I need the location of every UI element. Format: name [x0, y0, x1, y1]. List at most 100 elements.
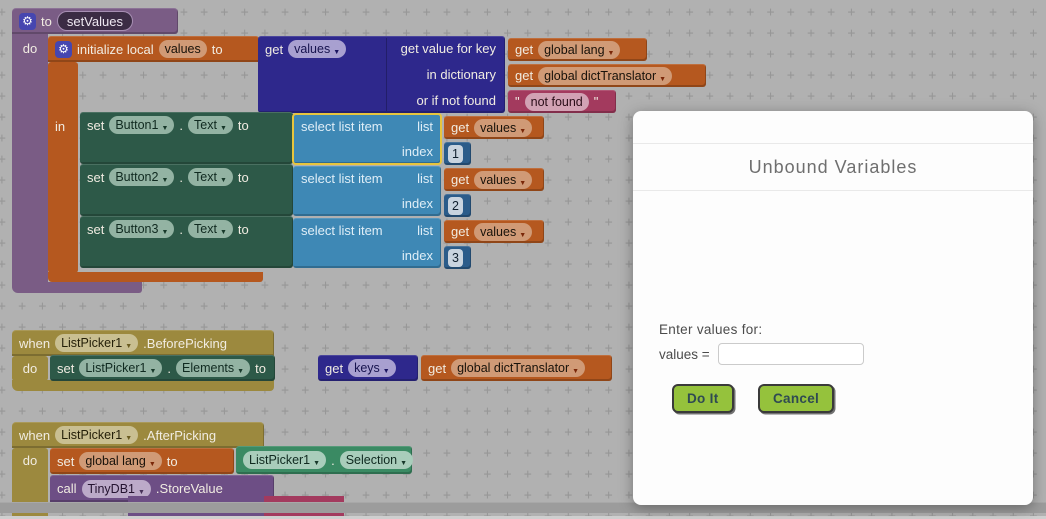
chevron-down-icon	[572, 361, 579, 375]
listpicker-selection-getter-block[interactable]: ListPicker1 . Selection	[236, 446, 414, 474]
property-dropdown[interactable]: Text	[188, 168, 233, 186]
number-field[interactable]: 2	[448, 196, 463, 215]
chevron-down-icon	[149, 454, 156, 468]
procedure-do-label: do	[22, 41, 38, 56]
procedure-name-field[interactable]: setValues	[56, 11, 133, 31]
local-variable-name-chip[interactable]: values	[158, 40, 207, 58]
chevron-down-icon	[237, 361, 244, 375]
event-name-label: .BeforePicking	[143, 335, 227, 351]
values-dropdown[interactable]: values	[474, 118, 533, 137]
get-keys-block[interactable]: get keys	[318, 355, 418, 381]
initialize-local-block-header[interactable]: initialize local values to	[48, 36, 259, 62]
get-values-block[interactable]: get values	[444, 168, 544, 191]
chevron-down-icon	[608, 43, 615, 57]
procedure-block-bottom[interactable]	[12, 282, 142, 293]
get-values-block[interactable]: get values	[444, 220, 544, 243]
values-field-label: values =	[659, 346, 710, 362]
set-button1-text-block[interactable]: set Button1 . Text to	[80, 112, 293, 164]
dictionary-lookup-block[interactable]: get values get value for key in dictiona…	[258, 36, 505, 113]
chevron-down-icon	[125, 428, 132, 442]
get-global-dicttranslator-block[interactable]: get global dictTranslator	[508, 64, 706, 87]
get-values-dropdown[interactable]: values	[288, 40, 347, 58]
chevron-down-icon	[220, 118, 227, 132]
chevron-down-icon	[220, 170, 227, 184]
get-global-lang-block[interactable]: get global lang	[508, 38, 647, 61]
chevron-down-icon	[220, 222, 227, 236]
property-dropdown[interactable]: Elements	[176, 359, 251, 377]
event-do-label: do	[22, 453, 38, 468]
do-it-button[interactable]: Do It	[672, 384, 734, 413]
global-lang-dropdown[interactable]: global lang	[538, 40, 621, 59]
get-values-block[interactable]: get values	[444, 116, 544, 139]
event-beforepicking-bottom[interactable]	[12, 380, 274, 391]
initialize-local-block-bottom[interactable]	[48, 272, 263, 282]
values-input[interactable]	[717, 343, 864, 365]
open-quote: "	[515, 94, 520, 109]
initialize-local-block-body[interactable]	[48, 62, 78, 273]
procedure-block-header[interactable]: to setValues	[12, 8, 178, 34]
chevron-down-icon	[161, 118, 168, 132]
cancel-button[interactable]: Cancel	[758, 384, 835, 413]
text-string-field[interactable]: not found	[524, 92, 589, 111]
to-label: to	[211, 41, 223, 57]
chevron-down-icon	[519, 173, 526, 187]
unbound-variables-dialog: Unbound Variables Enter values for: valu…	[633, 111, 1033, 505]
keys-dropdown[interactable]: keys	[348, 359, 396, 377]
chevron-down-icon	[161, 222, 168, 236]
chevron-down-icon	[519, 121, 526, 135]
window-bottom-edge	[0, 516, 1046, 519]
number-block[interactable]: 2	[444, 194, 471, 217]
set-button2-text-block[interactable]: set Button2 . Text to	[80, 164, 293, 216]
number-field[interactable]: 3	[448, 248, 463, 267]
component-dropdown[interactable]: Button2	[109, 168, 175, 186]
component-dropdown[interactable]: ListPicker1	[55, 334, 139, 352]
component-dropdown[interactable]: ListPicker1	[55, 426, 139, 444]
chevron-down-icon	[383, 361, 390, 375]
chevron-down-icon	[659, 69, 666, 83]
global-lang-dropdown[interactable]: global lang	[79, 452, 162, 470]
dict-notfound-label: or if not found	[416, 92, 497, 108]
property-dropdown[interactable]: Text	[188, 220, 233, 238]
mutator-gear-icon[interactable]	[55, 40, 72, 58]
chevron-down-icon	[138, 482, 145, 496]
chevron-down-icon	[161, 170, 168, 184]
set-global-lang-block[interactable]: set global lang to	[50, 448, 234, 474]
component-dropdown[interactable]: ListPicker1	[243, 451, 327, 469]
chevron-down-icon	[125, 336, 132, 350]
component-dropdown[interactable]: TinyDB1	[81, 479, 151, 498]
dialog-prompt: Enter values for:	[659, 322, 763, 337]
get-label: get	[265, 41, 284, 57]
chevron-down-icon	[313, 453, 320, 467]
text-string-block[interactable]: " not found "	[508, 90, 616, 113]
event-name-label: .AfterPicking	[143, 427, 217, 443]
event-beforepicking-header[interactable]: when ListPicker1 .BeforePicking	[12, 330, 274, 356]
values-dropdown[interactable]: values	[474, 170, 533, 189]
event-beforepicking-body[interactable]	[12, 356, 48, 381]
horizontal-scrollbar[interactable]	[0, 502, 1046, 513]
component-dropdown[interactable]: Button3	[109, 220, 175, 238]
property-dropdown[interactable]: Selection	[339, 451, 414, 469]
set-listpicker-elements-block[interactable]: set ListPicker1 . Elements to	[50, 355, 275, 381]
property-dropdown[interactable]: Text	[188, 116, 233, 134]
chevron-down-icon	[333, 42, 340, 56]
number-field[interactable]: 1	[448, 144, 463, 163]
set-button3-text-block[interactable]: set Button3 . Text to	[80, 216, 293, 268]
number-block[interactable]: 3	[444, 246, 471, 269]
values-dropdown[interactable]: values	[474, 222, 533, 241]
event-afterpicking-header[interactable]: when ListPicker1 .AfterPicking	[12, 422, 264, 448]
procedure-block-body[interactable]	[12, 34, 48, 283]
global-dicttranslator-dropdown[interactable]: global dictTranslator	[538, 66, 673, 85]
get-global-dicttranslator-block[interactable]: get global dictTranslator	[421, 355, 612, 381]
component-dropdown[interactable]: ListPicker1	[79, 359, 163, 377]
divider	[386, 38, 387, 111]
global-dicttranslator-dropdown[interactable]: global dictTranslator	[451, 359, 586, 377]
number-block[interactable]: 1	[444, 142, 471, 165]
mutator-gear-icon[interactable]	[19, 12, 36, 30]
component-dropdown[interactable]: Button1	[109, 116, 175, 134]
procedure-to-label: to	[41, 13, 52, 29]
dict-key-label: get value for key	[400, 41, 496, 57]
